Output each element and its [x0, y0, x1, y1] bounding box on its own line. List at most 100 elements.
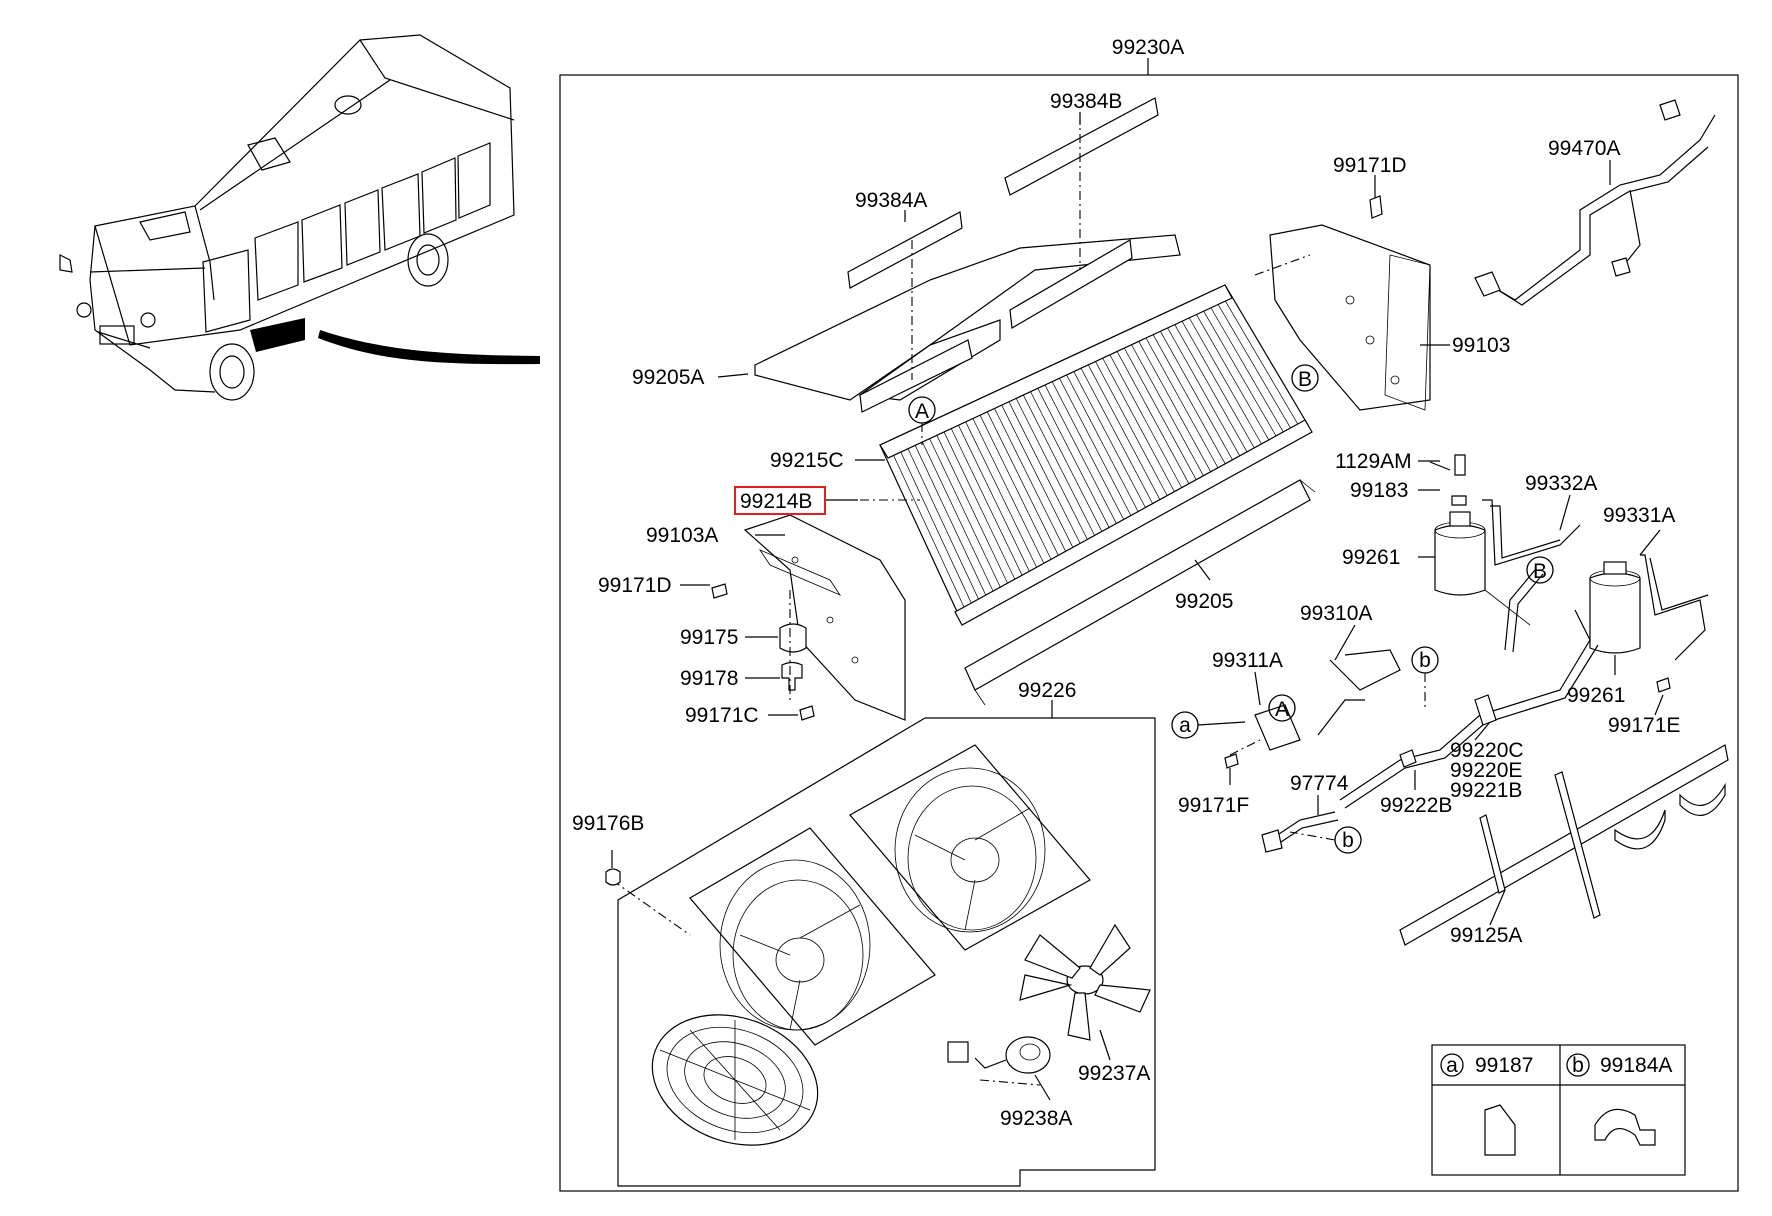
label-99171d-top: 99171D: [1333, 154, 1407, 177]
marker-b-clamp-upper: b: [1419, 649, 1431, 672]
label-99470a: 99470A: [1548, 137, 1620, 160]
hose-97774: [1269, 811, 1336, 841]
condenser-fin: [1052, 364, 1135, 522]
legend-a-key: a: [1446, 1054, 1458, 1077]
condenser-fin: [1045, 368, 1128, 526]
fan-shroud-right: [849, 744, 1091, 951]
condenser-fin: [901, 434, 983, 607]
label-99226: 99226: [1018, 679, 1076, 702]
part-labels: 99384B 99384A 99205A 99171D 99470A 99103…: [572, 90, 1680, 1130]
condenser-fin: [1080, 351, 1164, 506]
condenser-fin: [1181, 304, 1265, 450]
legend-b-part: 99184A: [1600, 1054, 1672, 1077]
condenser-fin: [1217, 288, 1302, 430]
label-99332a: 99332A: [1525, 472, 1597, 495]
bracket-99125a: [1399, 744, 1729, 946]
condenser-fin: [937, 418, 1019, 586]
bolt-99171d-top: [1369, 195, 1383, 219]
foam-strip-lower: [1009, 239, 1133, 329]
condenser-fin: [1145, 321, 1229, 470]
condenser-fin: [1016, 381, 1099, 542]
label-99205: 99205: [1175, 590, 1233, 613]
condenser-fin: [994, 391, 1077, 554]
condenser-fin: [1001, 388, 1084, 550]
condenser-fin: [1116, 334, 1200, 486]
bolt-99171d-left: [711, 583, 728, 599]
assembly-label: 99230A: [1112, 36, 1184, 59]
label-99178: 99178: [680, 667, 738, 690]
label-99310a: 99310A: [1300, 602, 1372, 625]
condenser-fin: [958, 408, 1041, 574]
label-1129am: 1129AM: [1335, 450, 1412, 473]
condenser-fin: [1009, 384, 1091, 546]
condenser-fin: [1131, 328, 1215, 478]
label-99261-right: 99261: [1567, 684, 1625, 707]
condenser-fin: [1203, 294, 1287, 438]
bolt-99171f: [1224, 753, 1239, 769]
condenser-fin: [1124, 331, 1207, 482]
condenser-fin: [922, 424, 1004, 595]
condenser-fin: [908, 431, 990, 603]
condenser-fin: [1095, 344, 1178, 498]
label-99238a: 99238A: [1000, 1107, 1072, 1130]
condenser-fin: [973, 401, 1055, 566]
label-99103a: 99103A: [646, 524, 718, 547]
label-99221b: 99221B: [1450, 779, 1522, 802]
marker-b-condenser: B: [1298, 368, 1312, 391]
condenser-fin: [1073, 354, 1157, 510]
marker-a-clamp: a: [1179, 714, 1191, 737]
callout-markers: A A B B a b b: [908, 364, 1554, 854]
label-99125a: 99125A: [1450, 924, 1522, 947]
bolt-99171e: [1656, 677, 1671, 693]
receiver-dryer-left: [1434, 454, 1531, 626]
receiver-dryer-right: [1589, 561, 1641, 654]
label-99220e: 99220E: [1450, 759, 1522, 782]
legend-b-key: b: [1572, 1054, 1584, 1077]
condenser-fin: [951, 411, 1033, 578]
bracket-99103: [1269, 224, 1431, 411]
label-99171d-left: 99171D: [598, 574, 672, 597]
mount-rubber-99175: [779, 623, 807, 653]
nut-99176b: [605, 868, 621, 886]
condenser-fin: [980, 398, 1062, 562]
label-97774: 97774: [1290, 772, 1349, 795]
condenser-fin: [1109, 338, 1193, 490]
fan-motor-99238a: [947, 1036, 1051, 1074]
label-99171f: 99171F: [1178, 794, 1249, 817]
foam-strip-99384a: [847, 211, 963, 289]
fan-guard: [651, 1014, 819, 1146]
label-99205a: 99205A: [632, 366, 704, 389]
condenser-fin: [1023, 378, 1106, 538]
condenser-fin: [1102, 341, 1186, 494]
fan-blade-99237a: [1019, 923, 1151, 1041]
label-99214b: 99214B: [740, 490, 812, 513]
condenser-fin: [1152, 318, 1236, 466]
label-99220c: 99220C: [1450, 739, 1524, 762]
condenser-fin: [1195, 298, 1280, 442]
condenser-fin: [1174, 308, 1258, 454]
highlight-99214b: [734, 486, 826, 515]
condenser-fin: [1160, 314, 1244, 462]
condenser-fin: [1059, 361, 1142, 518]
label-99176b: 99176B: [572, 812, 644, 835]
assembly-frame: [559, 74, 1739, 1192]
foam-strip-front: [859, 339, 973, 413]
condenser-fin: [1037, 371, 1120, 530]
condenser-fin: [894, 438, 975, 611]
label-99171c: 99171C: [685, 704, 759, 727]
bolt-99171c: [799, 705, 815, 721]
marker-a-pipe: A: [1275, 698, 1289, 721]
leader-lines: [611, 112, 1664, 1101]
legend-a-part: 99187: [1475, 1054, 1533, 1077]
fan-shroud-left: [689, 827, 936, 1046]
label-99103: 99103: [1452, 334, 1510, 357]
label-99237a: 99237A: [1078, 1062, 1150, 1085]
foam-strip-99384b: [1004, 97, 1159, 196]
clamp-99222b: [1474, 694, 1497, 726]
label-99175: 99175: [680, 626, 738, 649]
condenser-fin: [1210, 291, 1294, 434]
wire-harness-99470a: [1489, 114, 1716, 301]
condenser-fin: [944, 414, 1026, 582]
label-99222b: 99222B: [1380, 794, 1452, 817]
